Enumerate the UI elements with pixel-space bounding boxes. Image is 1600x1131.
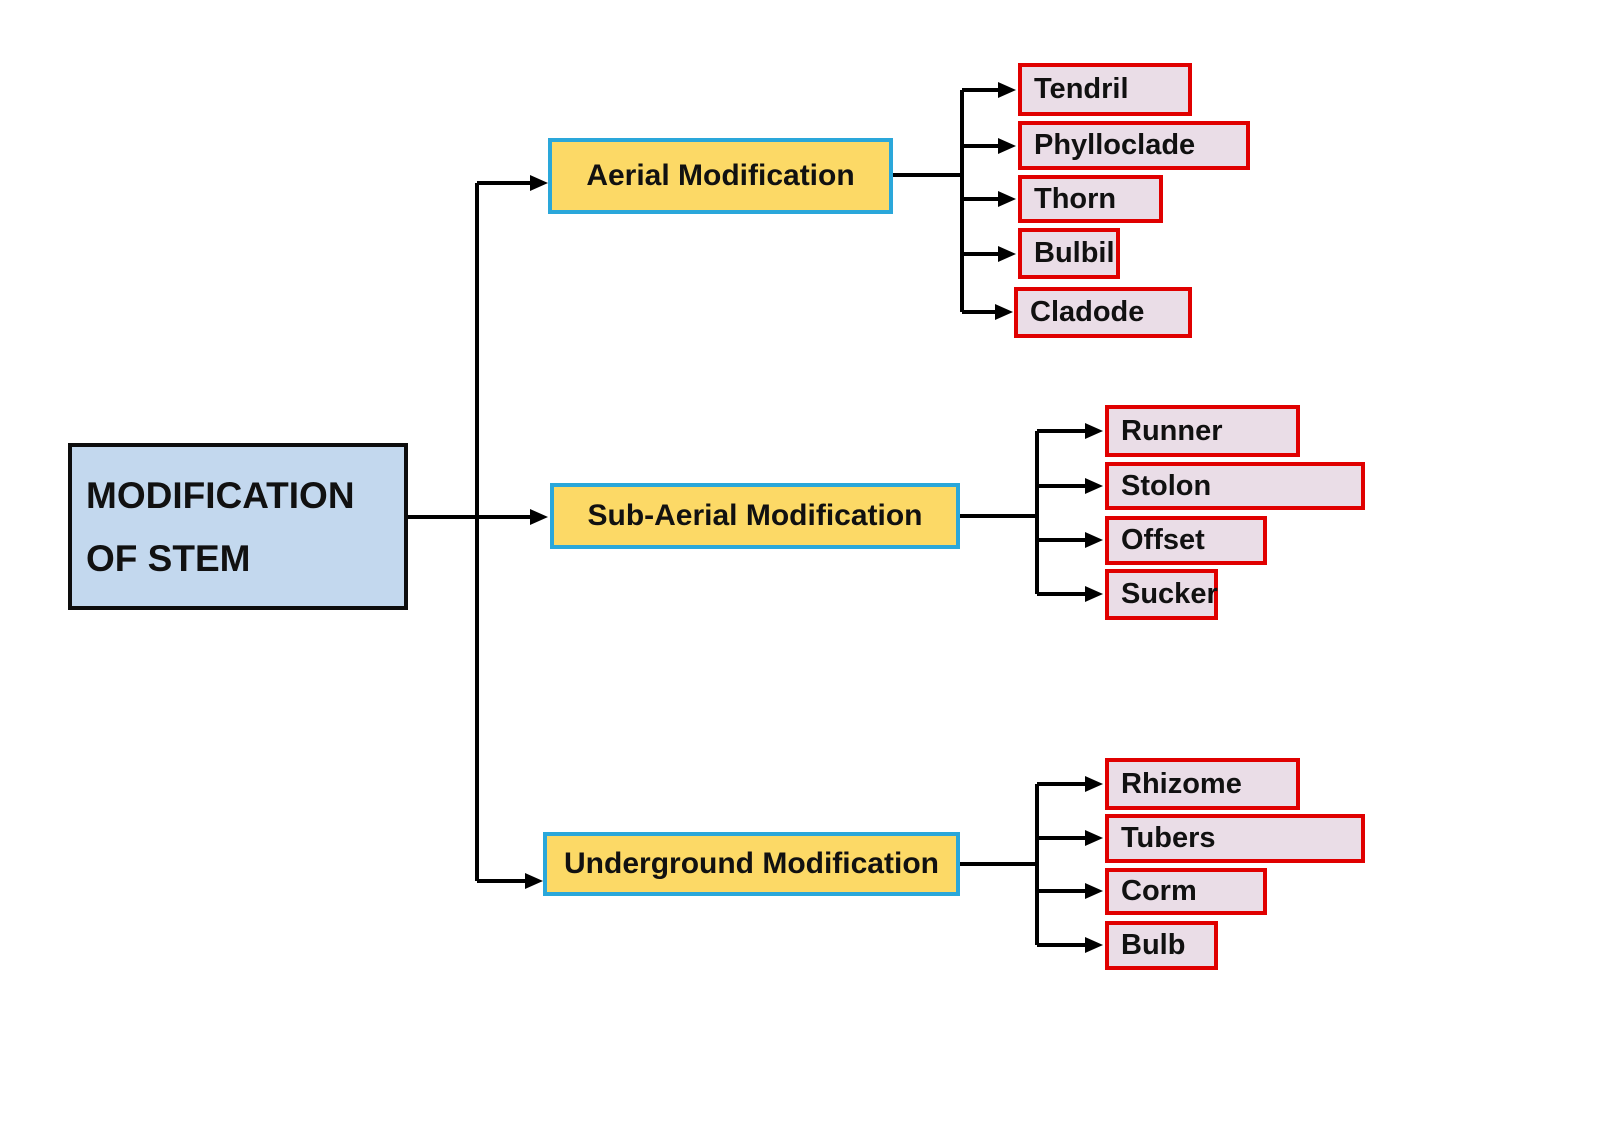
- leaf-node-tendril: Tendril: [1018, 63, 1192, 116]
- root-node: MODIFICATION OF STEM: [68, 443, 408, 610]
- leaf-node-runner: Runner: [1105, 405, 1300, 457]
- leaf-label-sucker: Sucker: [1121, 578, 1218, 610]
- root-label-line1: MODIFICATION: [86, 474, 355, 516]
- branch-label-underground: Underground Modification: [564, 847, 939, 880]
- leaf-node-bulbil: Bulbil: [1018, 228, 1120, 279]
- branch-node-aerial: Aerial Modification: [548, 138, 893, 214]
- root-label-line2: OF STEM: [86, 537, 251, 579]
- leaf-node-tubers: Tubers: [1105, 814, 1365, 863]
- aerial-leaves-connector: [893, 82, 1016, 320]
- sub-aerial-leaves-connector: [960, 423, 1103, 602]
- leaf-node-offset: Offset: [1105, 516, 1267, 565]
- branch-label-sub-aerial: Sub-Aerial Modification: [587, 499, 923, 532]
- branch-label-aerial: Aerial Modification: [586, 159, 855, 192]
- leaf-label-tendril: Tendril: [1034, 73, 1129, 105]
- leaf-node-cladode: Cladode: [1014, 287, 1192, 338]
- leaf-label-bulbil: Bulbil: [1034, 237, 1115, 269]
- leaf-node-rhizome: Rhizome: [1105, 758, 1300, 810]
- leaf-node-stolon: Stolon: [1105, 462, 1365, 510]
- leaf-label-offset: Offset: [1121, 524, 1205, 556]
- leaf-node-corm: Corm: [1105, 868, 1267, 915]
- leaf-label-rhizome: Rhizome: [1121, 767, 1242, 800]
- leaf-node-sucker: Sucker: [1105, 569, 1218, 620]
- leaf-label-stolon: Stolon: [1121, 469, 1212, 502]
- leaf-label-corm: Corm: [1121, 875, 1197, 907]
- root-branch-connector: [407, 175, 548, 889]
- leaf-label-cladode: Cladode: [1030, 296, 1145, 328]
- branch-node-underground: Underground Modification: [543, 832, 960, 896]
- leaf-label-phylloclade: Phylloclade: [1034, 129, 1196, 161]
- leaf-label-thorn: Thorn: [1034, 182, 1117, 215]
- leaf-label-runner: Runner: [1121, 414, 1223, 447]
- leaf-label-tubers: Tubers: [1121, 822, 1216, 854]
- leaf-node-phylloclade: Phylloclade: [1018, 121, 1250, 170]
- branch-node-sub-aerial: Sub-Aerial Modification: [550, 483, 960, 549]
- leaf-node-thorn: Thorn: [1018, 175, 1163, 223]
- leaf-node-bulb: Bulb: [1105, 921, 1218, 970]
- underground-leaves-connector: [960, 776, 1103, 953]
- leaf-label-bulb: Bulb: [1121, 929, 1186, 961]
